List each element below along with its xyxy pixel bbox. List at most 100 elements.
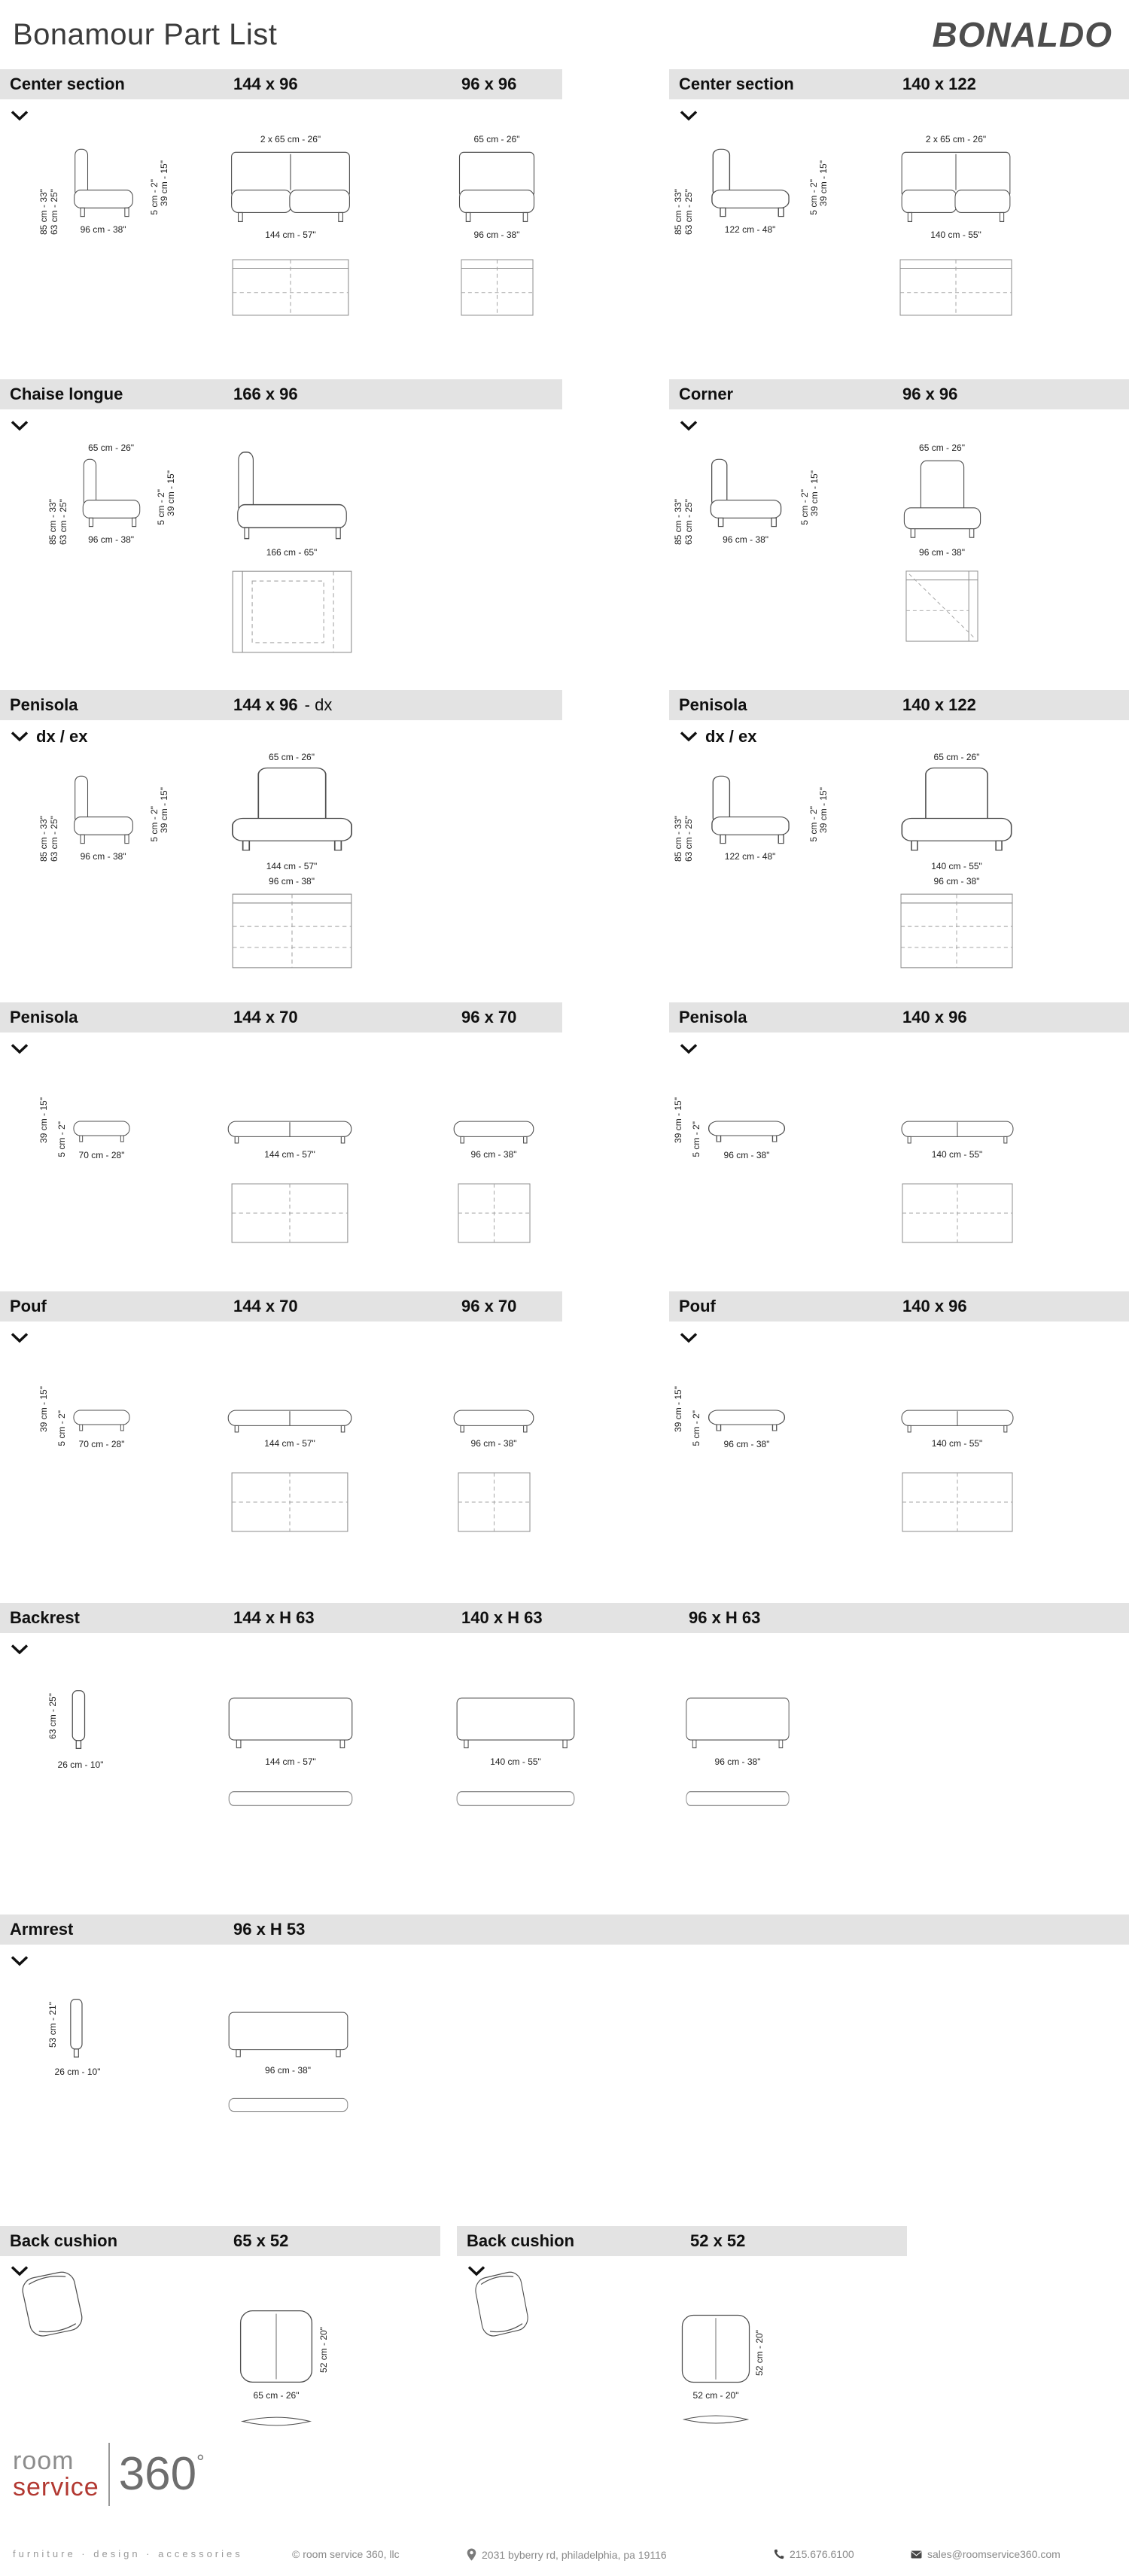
- dim-text: 144 cm - 57": [266, 861, 318, 871]
- page-header: Bonamour Part List BONALDO: [0, 0, 1129, 69]
- location-pin-icon: [467, 2548, 476, 2561]
- section-header[interactable]: Penisola 140 x 122: [669, 690, 1129, 720]
- dim-text: 65 cm - 26": [253, 2390, 300, 2401]
- front-view-drawing: [900, 1409, 1015, 1433]
- email-icon: [911, 2550, 922, 2558]
- chevron-down-icon[interactable]: [10, 1332, 29, 1343]
- dim-text: 52 cm - 20": [692, 2390, 739, 2401]
- dim-text: 5 cm - 2": [691, 1121, 701, 1157]
- section-header[interactable]: Chaise longue 166 x 96: [0, 379, 562, 409]
- section-title: Center section: [10, 75, 125, 93]
- section-header[interactable]: Penisola 144 x 70 96 x 70: [0, 1002, 562, 1033]
- section-pouf-140x96: Pouf 140 x 96 39 cm - 15" 5 cm - 2" 96 c…: [669, 1291, 1129, 1603]
- dim-text: 53 cm - 21": [47, 2002, 58, 2048]
- footer-email-link[interactable]: sales@roomservice360.com: [911, 2548, 1061, 2560]
- chevron-down-icon[interactable]: [679, 420, 698, 431]
- plan-view-drawing: [457, 1182, 531, 1244]
- section-pouf-144x70: Pouf 144 x 70 96 x 70 39 cm - 15" 5 cm -…: [0, 1291, 562, 1603]
- chevron-down-icon[interactable]: [10, 1644, 29, 1655]
- dim-label: 144 x 96: [233, 75, 298, 93]
- side-view-drawing: [698, 458, 793, 529]
- section-header[interactable]: Pouf 140 x 96: [669, 1291, 1129, 1321]
- chevron-down-icon[interactable]: [10, 420, 29, 431]
- section-header[interactable]: Pouf 144 x 70 96 x 70: [0, 1291, 562, 1321]
- footer-address-link[interactable]: 2031 byberry rd, philadelphia, pa 19116: [467, 2548, 667, 2561]
- chevron-down-icon[interactable]: [679, 731, 698, 742]
- dim-text: 85 cm - 33": [47, 499, 58, 545]
- section-penisola-144x70: Penisola 144 x 70 96 x 70 39 cm - 15" 5 …: [0, 1002, 562, 1291]
- section-header[interactable]: Center section 144 x 96 96 x 96: [0, 69, 562, 99]
- logo-divider: [108, 2443, 110, 2506]
- dim-text: 26 cm - 10": [57, 1759, 104, 1770]
- section-header[interactable]: Penisola 140 x 96: [669, 1002, 1129, 1033]
- chevron-down-icon[interactable]: [679, 1043, 698, 1054]
- side-view-drawing: [698, 774, 802, 846]
- front-view-drawing: [685, 1696, 790, 1750]
- plan-view-drawing: [460, 258, 534, 317]
- chevron-down-icon[interactable]: [10, 1955, 29, 1966]
- dim-text: 144 cm - 57": [265, 1756, 316, 1767]
- side-view-drawing: [698, 148, 802, 219]
- front-view-drawing: [227, 1696, 354, 1750]
- side-view-drawing: [72, 1409, 131, 1431]
- section-title: Armrest: [10, 1920, 74, 1939]
- plan-view-drawing: [899, 258, 1013, 317]
- dim-label: 52 x 52: [690, 2231, 746, 2250]
- section-header[interactable]: Center section 140 x 122: [669, 69, 1129, 99]
- section-header[interactable]: Back cushion 52 x 52: [457, 2226, 907, 2256]
- dim-text: 39 cm - 15": [166, 470, 177, 516]
- front-plan-group: 65 cm - 26" 140 cm - 55" 96 cm - 38": [896, 752, 1017, 969]
- dim-text: 96 cm - 38": [723, 1150, 770, 1160]
- dim-text: 166 cm - 65": [266, 547, 318, 558]
- plan-view-drawing: [899, 893, 1014, 969]
- dim-text: 96 cm - 38": [714, 1756, 761, 1767]
- dim-label: 144 x H 63: [233, 1608, 315, 1627]
- cushion-side-view-drawing: [680, 2414, 751, 2425]
- side-view-drawing: [72, 1120, 131, 1142]
- dim-text: 96 cm - 38": [723, 534, 769, 545]
- front-plan-group: 166 cm - 65": [226, 450, 358, 654]
- side-view-drawing: [73, 458, 150, 529]
- section-header[interactable]: Armrest 96 x H 53: [0, 1915, 1129, 1945]
- front-plan-group: 140 cm - 55": [899, 1409, 1015, 1533]
- front-plan-group: 65 cm - 26" 96 cm - 38": [452, 134, 542, 317]
- chevron-down-icon[interactable]: [679, 1332, 698, 1343]
- chevron-down-icon[interactable]: [467, 2265, 486, 2276]
- footer-copyright: © room service 360, llc: [292, 2548, 400, 2560]
- chevron-down-icon[interactable]: [10, 731, 29, 742]
- footer-phone-link[interactable]: 215.676.6100: [774, 2548, 854, 2560]
- section-header[interactable]: Back cushion 65 x 52: [0, 2226, 440, 2256]
- chevron-down-icon[interactable]: [10, 110, 29, 121]
- dim-text: 70 cm - 28": [78, 1150, 125, 1160]
- side-view-drawing: [707, 1120, 787, 1142]
- dim-text: 96 cm - 38": [470, 1149, 517, 1160]
- dim-text: 96 cm - 38": [723, 1439, 770, 1449]
- dim-label: 96 x H 63: [689, 1608, 761, 1627]
- chevron-down-icon[interactable]: [679, 110, 698, 121]
- front-plan-group: 65 cm - 26": [238, 2309, 315, 2427]
- front-view-drawing: [227, 2011, 349, 2059]
- plan-view-drawing: [230, 1471, 349, 1533]
- section-header[interactable]: Corner 96 x 96: [669, 379, 1129, 409]
- front-view-drawing: [452, 1120, 535, 1144]
- section-header[interactable]: Backrest 144 x H 63 140 x H 63 96 x H 63: [0, 1603, 1129, 1633]
- chevron-down-icon[interactable]: [10, 1043, 29, 1054]
- dim-text: 26 cm - 10": [54, 2067, 101, 2077]
- section-header[interactable]: Penisola 144 x 96- dx: [0, 690, 562, 720]
- dim-text: 65 cm - 26": [88, 443, 135, 453]
- plan-view-drawing: [227, 1790, 354, 1808]
- dim-text: 96 cm - 38": [933, 876, 980, 887]
- section-corner: Corner 96 x 96 85 cm - 33" 63 cm - 25" 9…: [669, 379, 1129, 690]
- dim-text: 5 cm - 2": [691, 1410, 701, 1446]
- section-title: Pouf: [10, 1297, 47, 1315]
- dim-text: 96 cm - 38": [80, 851, 126, 862]
- front-view-drawing: [227, 1409, 353, 1433]
- cushion-side-view-drawing: [239, 2416, 314, 2427]
- dim-text: 144 cm - 57": [265, 230, 316, 240]
- plan-view-drawing: [231, 893, 353, 969]
- chevron-down-icon[interactable]: [10, 2265, 29, 2276]
- section-title: Penisola: [10, 1008, 78, 1026]
- front-plan-group: 96 cm - 38": [452, 1120, 536, 1244]
- side-view-group: 85 cm - 33" 63 cm - 25" 96 cm - 38" 5 cm…: [38, 148, 170, 235]
- dim-text: 39 cm - 15": [38, 1097, 49, 1143]
